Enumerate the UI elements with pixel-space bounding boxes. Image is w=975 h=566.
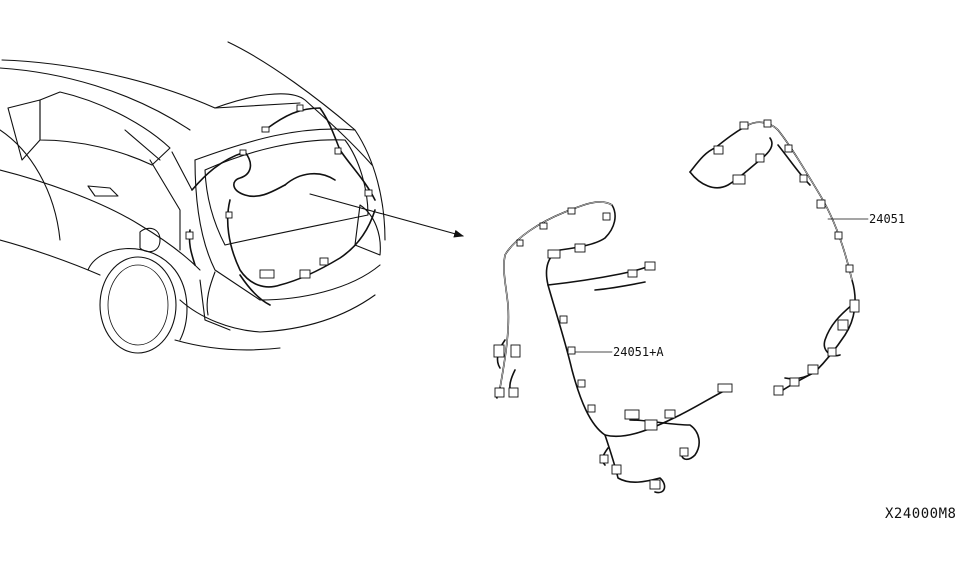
- pointer-arrow: [309, 193, 464, 238]
- callout-24051: 24051: [827, 212, 905, 226]
- diagram-reference-code: X24000M8: [885, 506, 957, 522]
- vehicle-rear-illustration: [0, 41, 386, 354]
- part-number-label: 24051+A: [613, 345, 664, 359]
- harness-24051a-drawing: [493, 201, 733, 494]
- harness-24051-drawing: [689, 119, 860, 396]
- part-number-label: 24051: [869, 212, 905, 226]
- callout-24051a: 24051+A: [574, 345, 664, 359]
